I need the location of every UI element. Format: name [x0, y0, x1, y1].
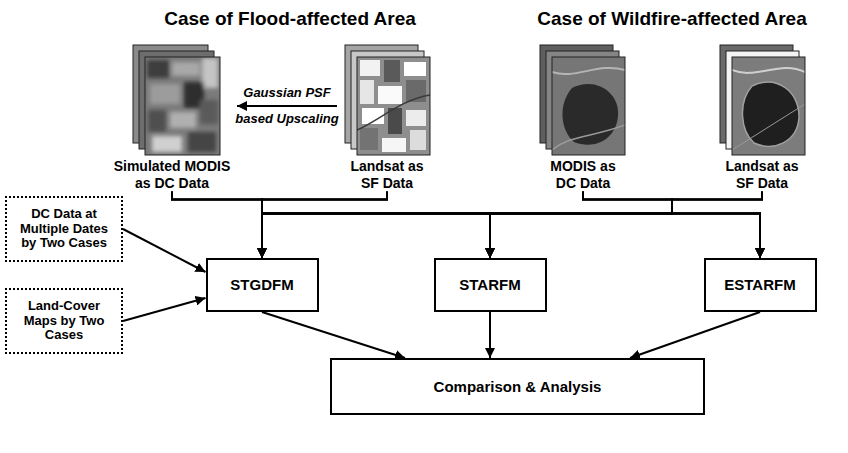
image-field — [378, 86, 402, 104]
connector-arrow — [262, 192, 760, 258]
node-text: Land-Cover Maps by Two Cases — [13, 299, 115, 344]
image-patch — [202, 58, 218, 88]
connector-arrow — [262, 192, 490, 258]
image-road — [357, 95, 430, 130]
image-field — [360, 80, 374, 104]
model-box: ESTARFM — [704, 258, 817, 312]
model-box: STGDFM — [206, 258, 319, 312]
image-patch — [200, 100, 218, 124]
image-patch — [172, 62, 200, 76]
node-text: STARFM — [459, 276, 520, 293]
image-field — [382, 138, 406, 152]
image-stack — [540, 45, 625, 155]
connector-arrow — [172, 192, 490, 258]
connector-arrow — [262, 192, 762, 258]
image-ground — [357, 57, 430, 155]
image-patch — [150, 84, 180, 104]
result-box: Comparison & Analysis — [330, 358, 705, 415]
node-text: Landsat as SF Data — [717, 158, 807, 192]
edge-label: Gaussian PSF based Upscaling — [235, 85, 338, 126]
node-text: STGDFM — [230, 276, 293, 293]
image-river — [552, 68, 625, 74]
image-burn-area — [742, 82, 799, 146]
image-ground — [552, 57, 625, 155]
connector-arrow — [262, 192, 387, 258]
input-box: DC Data at Multiple Dates by Two Cases — [5, 196, 123, 262]
node-text: Comparison & Analysis — [434, 378, 602, 395]
image-patch — [147, 60, 169, 78]
node-text: Simulated MODIS as DC Data — [109, 158, 235, 192]
connector-arrow — [262, 192, 672, 258]
connector-arrow — [672, 192, 762, 258]
edge-label-box: Gaussian PSF based Upscaling — [230, 80, 345, 132]
image-front — [145, 57, 220, 155]
input-box: Land-Cover Maps by Two Cases — [5, 288, 123, 354]
connector-arrow — [490, 192, 672, 258]
image-frame — [552, 57, 625, 155]
image-patch — [148, 110, 166, 132]
image-frame — [145, 57, 220, 155]
image-patches — [147, 58, 218, 152]
connector-arrow — [123, 229, 206, 272]
image-field — [410, 130, 426, 150]
image-patch — [170, 112, 196, 128]
connector-arrow — [172, 192, 262, 258]
image-patch — [152, 136, 182, 152]
section-heading: Case of Wildfire-affected Area — [537, 8, 806, 30]
connector-arrow — [489, 312, 491, 358]
image-field — [384, 60, 400, 82]
connector-arrow — [262, 312, 405, 358]
node-text: ESTARFM — [724, 276, 795, 293]
node-text: MODIS as DC Data — [541, 158, 626, 192]
node-text: DC Data at Multiple Dates by Two Cases — [13, 207, 115, 252]
image-front — [552, 57, 625, 155]
image-ground — [732, 57, 805, 155]
image-frame — [732, 57, 805, 155]
connector-arrow — [123, 298, 206, 321]
image-field — [360, 128, 378, 150]
image-field — [360, 60, 380, 76]
image-frame — [357, 57, 430, 155]
image-node: MODIS as DC Data — [533, 44, 633, 192]
connector-arrow — [490, 192, 762, 258]
image-ground — [145, 57, 220, 155]
image-field — [406, 110, 426, 126]
connector-arrow — [630, 312, 760, 358]
image-stack — [345, 45, 430, 155]
image-node: Simulated MODIS as DC Data — [107, 44, 237, 192]
image-node: Landsat as SF Data — [712, 44, 812, 192]
image-front — [732, 57, 805, 155]
connector-arrow — [237, 105, 337, 107]
image-stack — [133, 45, 220, 155]
node-text: Landsat as SF Data — [342, 158, 432, 192]
model-box: STARFM — [434, 258, 547, 312]
image-node: Landsat as SF Data — [337, 44, 437, 192]
image-river — [552, 125, 625, 150]
image-road — [732, 104, 805, 150]
image-river — [732, 68, 805, 73]
image-patch — [188, 132, 216, 152]
image-stack — [720, 45, 805, 155]
section-heading: Case of Flood-affected Area — [164, 8, 416, 30]
image-front — [357, 57, 430, 155]
image-field — [404, 62, 426, 76]
